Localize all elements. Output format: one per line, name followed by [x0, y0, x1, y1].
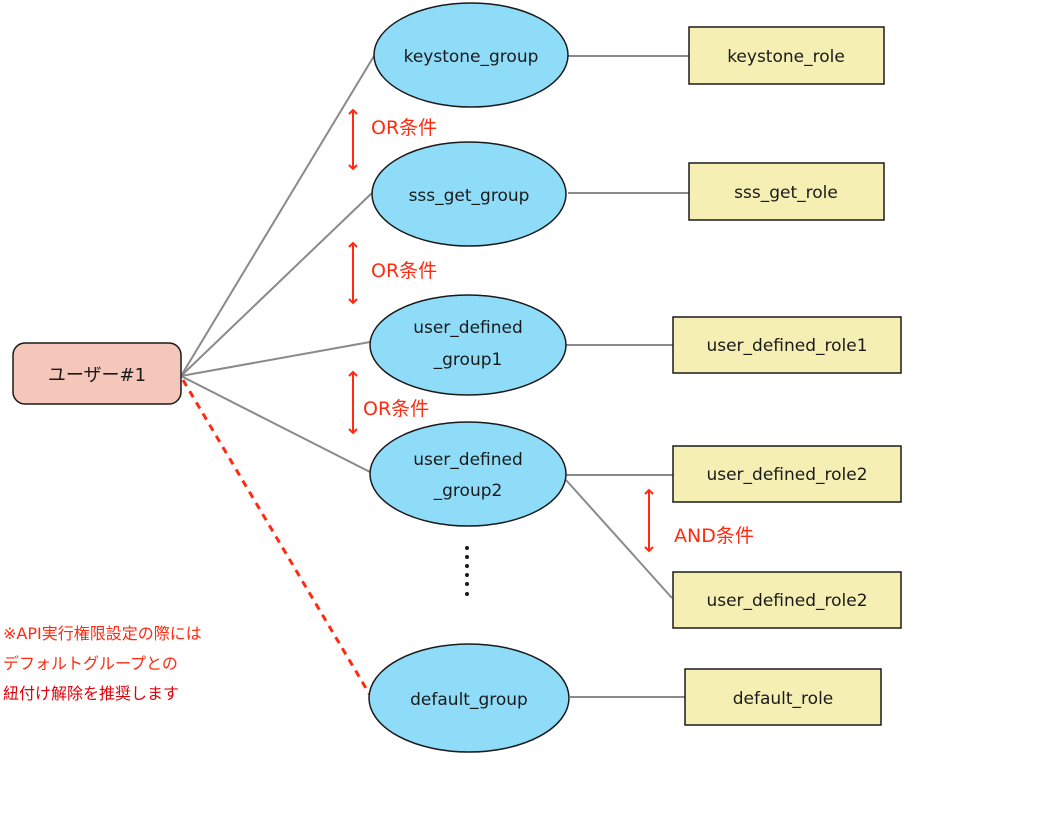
- role-user-defined2-b[interactable]: user_defined_role2: [672, 571, 902, 629]
- role-user-defined2-a-label: user_defined_role2: [706, 465, 867, 485]
- role-keystone-label: keystone_role: [727, 47, 845, 67]
- role-user-defined2-b-box: [672, 571, 902, 629]
- ellipsis-dot: [465, 555, 469, 559]
- connector-user-sss-get-group: [180, 192, 373, 377]
- group-keystone[interactable]: keystone_group: [373, 2, 569, 108]
- group-default-shape: [368, 643, 570, 753]
- group-default[interactable]: default_group: [368, 643, 570, 753]
- ellipsis-dot: [465, 546, 469, 550]
- condition-or-3-label: OR条件: [363, 398, 429, 420]
- role-user-defined1-label: user_defined_role1: [706, 336, 867, 356]
- condition-or-2: OR条件: [348, 241, 437, 305]
- group-default-label: default_group: [410, 690, 528, 710]
- role-keystone[interactable]: keystone_role: [688, 26, 885, 85]
- role-sss-get-box: [688, 162, 885, 221]
- group-keystone-label: keystone_group: [404, 47, 539, 67]
- group-sss-get-shape: [371, 141, 567, 247]
- role-sss-get-label: sss_get_role: [734, 183, 838, 203]
- group-user-defined1-label-line1: user_defined: [413, 318, 523, 338]
- ellipsis-dot: [465, 564, 469, 568]
- group-user-defined2-shape: [369, 421, 567, 527]
- role-user-defined2-a[interactable]: user_defined_role2: [672, 445, 902, 503]
- role-sss-get[interactable]: sss_get_role: [688, 162, 885, 221]
- condition-and: AND条件: [644, 488, 754, 553]
- condition-or-2-label: OR条件: [371, 260, 437, 282]
- role-default[interactable]: default_role: [684, 668, 882, 726]
- condition-or-1-label: OR条件: [371, 117, 437, 139]
- group-role-connectors: [565, 55, 689, 698]
- role-default-box: [684, 668, 882, 726]
- user-group-connectors: [180, 55, 375, 473]
- role-user-defined1-box: [672, 316, 902, 374]
- role-user-defined2-a-box: [672, 445, 902, 503]
- condition-and-label: AND条件: [674, 525, 754, 547]
- role-keystone-box: [688, 26, 885, 85]
- group-user-defined2-label-line2: _group2: [433, 481, 503, 501]
- group-sss-get[interactable]: sss_get_group: [371, 141, 567, 247]
- more-groups-ellipsis: [465, 546, 469, 596]
- note-line-1: ※API実行権限設定の際には: [3, 624, 202, 643]
- group-user-defined2[interactable]: user_defined _group2: [369, 421, 567, 527]
- connector-user-user-defined-group2: [180, 375, 371, 473]
- recommendation-note: ※API実行権限設定の際には デフォルトグループとの 紐付け解除を推奨します: [3, 624, 202, 703]
- user-node[interactable]: ユーザー#1: [12, 342, 182, 405]
- connector-user-default-group-dashed: [181, 379, 372, 696]
- group-user-defined1[interactable]: user_defined _group1: [369, 294, 567, 396]
- condition-or-3: OR条件: [348, 370, 429, 435]
- ellipsis-dot: [465, 582, 469, 586]
- ellipsis-dot: [465, 573, 469, 577]
- connector-user-defined-role2b: [565, 479, 673, 599]
- role-user-defined1[interactable]: user_defined_role1: [672, 316, 902, 374]
- group-user-defined1-label-line2: _group1: [433, 350, 503, 370]
- group-user-defined2-label-line1: user_defined: [413, 450, 523, 470]
- user-node-label: ユーザー#1: [48, 365, 146, 386]
- group-sss-get-label: sss_get_group: [409, 186, 530, 206]
- note-line-3: 紐付け解除を推奨します: [3, 684, 179, 703]
- role-user-defined2-b-label: user_defined_role2: [706, 591, 867, 611]
- role-default-label: default_role: [733, 689, 834, 709]
- condition-or-1: OR条件: [348, 108, 437, 171]
- note-line-2: デフォルトグループとの: [3, 654, 178, 673]
- connector-user-keystone-group: [180, 55, 375, 377]
- ellipsis-dot: [465, 592, 469, 596]
- user-node-box: [12, 342, 182, 405]
- group-keystone-shape: [373, 2, 569, 108]
- group-user-defined1-shape: [369, 294, 567, 396]
- connector-user-user-defined-group1: [180, 341, 371, 377]
